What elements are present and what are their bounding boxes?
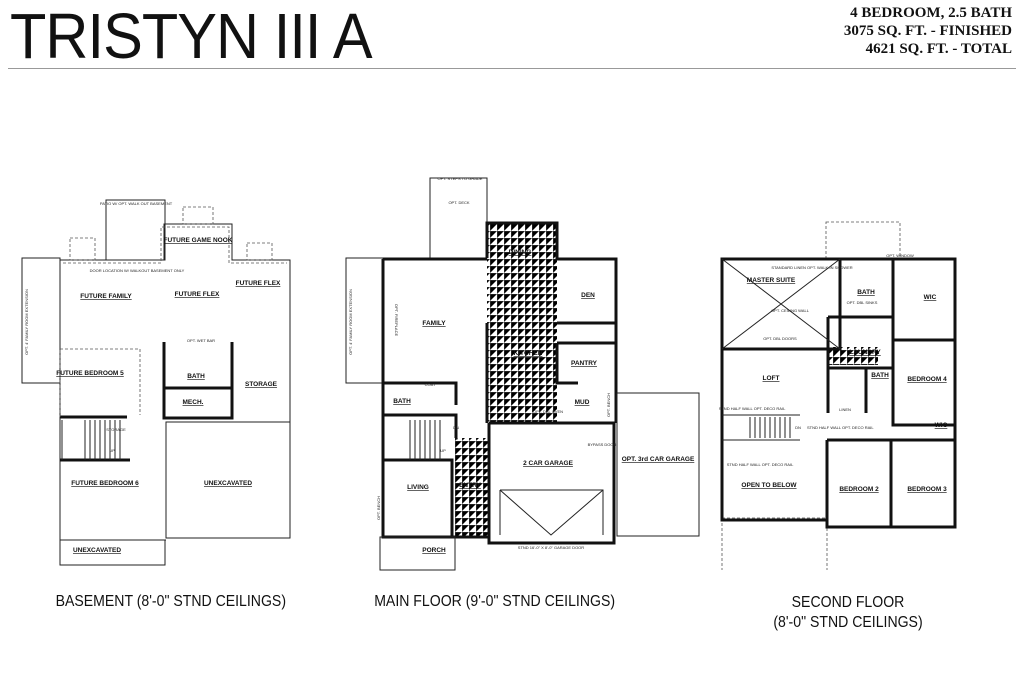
label-coat: COAT	[425, 382, 436, 387]
label-wic: WIC	[924, 294, 937, 301]
second-floor-plan: OPT. WINDOW MASTER SUITE STANDARD LINEN …	[719, 221, 957, 570]
label-bench: OPT. BENCH	[606, 393, 611, 417]
label-half-wall: STND HALF WALL OPT. DECO RAIL	[719, 406, 786, 411]
label-dn: DN	[453, 425, 459, 430]
label-extension: OPT. 4' FAMILY ROOM EXTENSION	[24, 289, 29, 355]
label-wic-2: WIC	[935, 422, 948, 429]
second-floor-caption-ceilings: (8'-0" STND CEILINGS)	[773, 614, 923, 631]
label-garage-3: OPT. 3rd CAR GARAGE	[622, 456, 695, 463]
label-window: OPT. WINDOW	[886, 253, 914, 258]
label-dn: DN	[795, 425, 801, 430]
label-entry: ENTRY	[459, 482, 481, 489]
label-extension: OPT. 4' FAMILY ROOM EXTENSION	[348, 289, 353, 355]
basement-caption: BASEMENT (8'-0" STND CEILINGS)	[55, 593, 287, 610]
main-floor-plan: OPT. STEPS TO GRADE OPT. DECK DINING DEN…	[345, 176, 700, 571]
label-unexcavated-2: UNEXCAVATED	[73, 547, 121, 554]
label-linen-note: STANDARD LINEN OPT. WALK-IN SHOWER	[771, 265, 852, 270]
label-bedroom-6: FUTURE BEDROOM 6	[71, 480, 139, 487]
label-up: UP	[109, 448, 115, 453]
basement-plan: PATIO W/ OPT. WALK OUT BASEMENT FUTURE G…	[21, 199, 291, 566]
label-deck: OPT. DECK	[448, 200, 469, 205]
label-oven: OPT. DBL OVEN	[533, 409, 563, 414]
label-porch: PORCH	[422, 547, 446, 554]
label-bath-2: BATH	[871, 372, 889, 379]
label-bedroom-2: BEDROOM 2	[839, 486, 879, 493]
label-half-wall-3: STND HALF WALL OPT. DECO RAIL	[727, 462, 794, 467]
label-unexcavated: UNEXCAVATED	[204, 480, 252, 487]
label-storage: STORAGE	[245, 381, 278, 388]
label-steps: OPT. STEPS TO GRADE	[438, 176, 483, 181]
second-floor-caption: SECOND FLOOR	[791, 594, 905, 611]
label-pantry: PANTRY	[571, 360, 598, 367]
label-door-note: DOOR LOCATION W/ WALKOUT BASEMENT ONLY	[90, 268, 185, 273]
label-family: FAMILY	[422, 320, 446, 327]
label-living: LIVING	[407, 484, 429, 491]
spec-bedrooms: 4 BEDROOM, 2.5 BATH	[850, 5, 1012, 21]
label-up: UP	[440, 448, 446, 453]
label-dbl-doors: OPT. DBL DOORS	[763, 336, 797, 341]
label-bedroom-3: BEDROOM 3	[907, 486, 947, 493]
label-bath: BATH	[857, 289, 875, 296]
main-floor-caption: MAIN FLOOR (9'-0" STND CEILINGS)	[374, 593, 616, 610]
label-future-flex-2: FUTURE FLEX	[236, 280, 281, 287]
spec-finished-sqft: 3075 SQ. FT. - FINISHED	[843, 23, 1012, 39]
label-bedroom-5: FUTURE BEDROOM 5	[56, 370, 124, 377]
label-master-suite: MASTER SUITE	[747, 277, 796, 284]
label-open-below: OPEN TO BELOW	[741, 482, 797, 489]
label-bench-2: OPT. BENCH	[376, 496, 381, 520]
label-future-family: FUTURE FAMILY	[80, 293, 132, 300]
label-stair-storage: STORAGE	[106, 427, 126, 432]
label-bedroom-4: BEDROOM 4	[907, 376, 947, 383]
label-garage-door: STND 16'-0" X 8'-0" GARAGE DOOR	[518, 545, 584, 550]
label-future-flex: FUTURE FLEX	[175, 291, 220, 298]
label-wet-bar: OPT. WET BAR	[187, 338, 215, 343]
plan-specs: 4 BEDROOM, 2.5 BATH 3075 SQ. FT. - FINIS…	[844, 4, 1012, 58]
label-half-wall-2: STND HALF WALL OPT. DECO RAIL	[807, 425, 874, 430]
label-loft: LOFT	[763, 375, 780, 382]
label-mech: MECH.	[183, 399, 204, 406]
spec-total-sqft: 4621 SQ. FT. - TOTAL	[865, 41, 1012, 57]
label-linen: LINEN	[839, 407, 851, 412]
label-bath: BATH	[187, 373, 205, 380]
label-ceiling: OPT. CEILING WALL	[771, 308, 810, 313]
label-mud: MUD	[575, 399, 590, 406]
label-garage: 2 CAR GARAGE	[523, 460, 574, 467]
label-den: DEN	[581, 292, 595, 299]
label-bath: BATH	[393, 398, 411, 405]
plan-title: TRISTYN III A	[10, 0, 373, 72]
label-dining: DINING	[509, 249, 532, 256]
label-bypass-door: BYPASS DOOR	[588, 442, 617, 447]
label-fireplace: OPT. FIREPLACE	[394, 304, 399, 337]
label-laundry: LAUNDRY	[849, 349, 881, 356]
label-sinks: OPT. DBL SINKS	[847, 300, 878, 305]
label-kitchen: KITCHEN	[514, 350, 543, 357]
label-patio: PATIO W/ OPT. WALK OUT BASEMENT	[100, 201, 173, 206]
header-divider	[8, 68, 1016, 69]
label-game-nook: FUTURE GAME NOOK	[164, 237, 233, 244]
